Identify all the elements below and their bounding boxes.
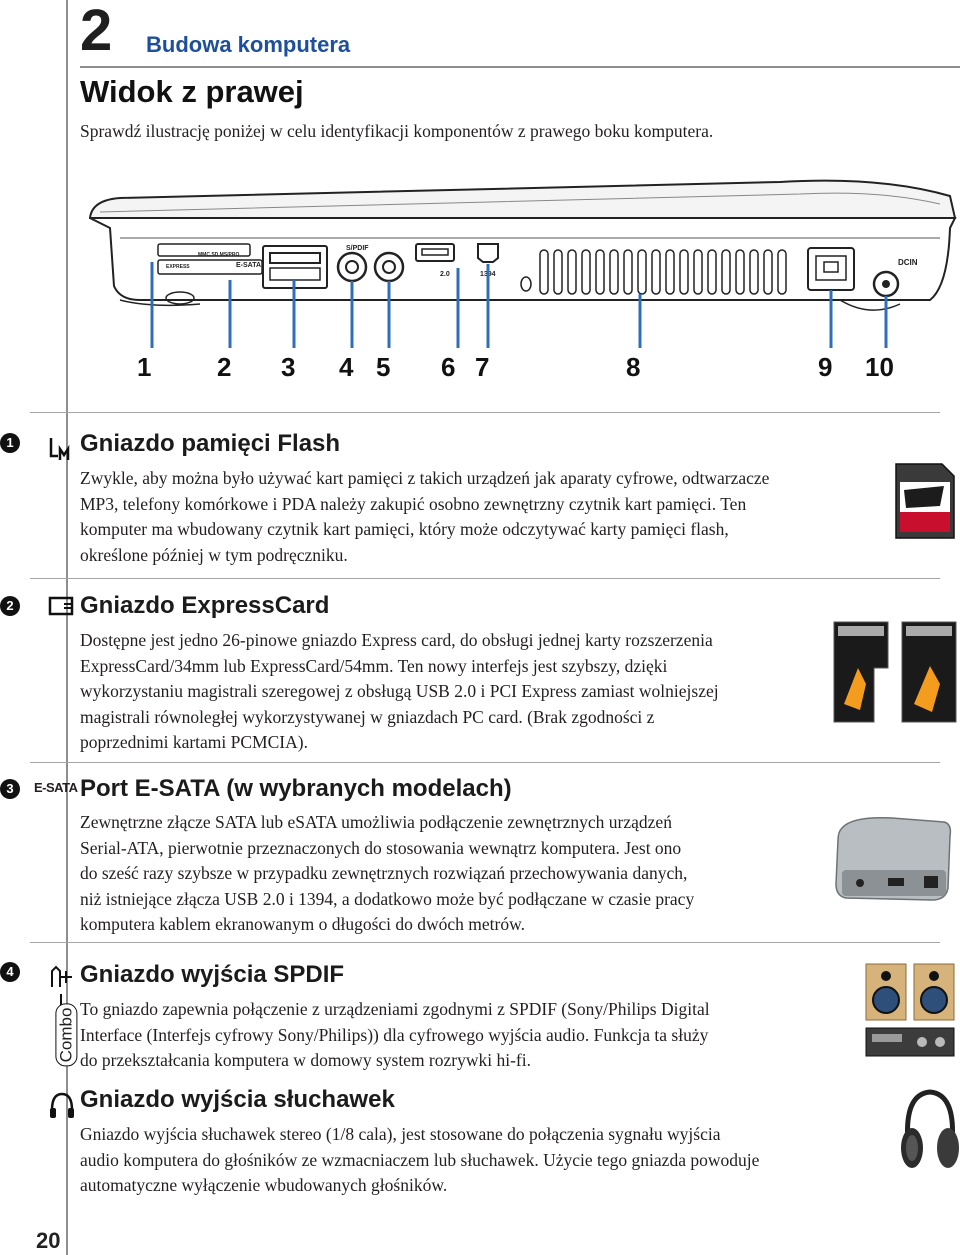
section-2-body: Dostępne jest jedno 26-pinowe gniazdo Ex… bbox=[80, 628, 824, 756]
page-title: Widok z prawej bbox=[80, 74, 304, 109]
expresscard-image bbox=[833, 621, 957, 723]
margin-line bbox=[66, 0, 68, 1255]
section-3-line: Serial-ATA, pierwotnie przeznaczonych do… bbox=[80, 837, 682, 858]
section-3-line: do sześć razy szybsze w przypadku zewnęt… bbox=[80, 863, 688, 883]
section-3-title: Port E-SATA (w wybranych modelach) bbox=[80, 775, 512, 802]
section-5-line: Gniazdo wyjścia słuchawek stereo (1/8 ca… bbox=[80, 1124, 721, 1144]
header-rule bbox=[80, 66, 960, 68]
callout-4: 4 bbox=[339, 352, 354, 382]
section-3-line: komputera kablem ekranowanym o długości … bbox=[80, 914, 526, 934]
section-3-body: Zewnętrzne złącze SATA lub eSATA umożliw… bbox=[80, 810, 824, 938]
callout-9: 9 bbox=[818, 352, 832, 382]
section-4-number: 4 bbox=[0, 962, 20, 982]
section-1-body: Zwykle, aby można było używać kart pamię… bbox=[80, 466, 886, 568]
section-1-line: określone później w tym podręczniku. bbox=[80, 544, 348, 565]
section-5-title: Gniazdo wyjścia słuchawek bbox=[80, 1086, 395, 1113]
section-2-line: poprzednimi kartami PCMCIA). bbox=[80, 732, 308, 752]
headphone-icon bbox=[50, 1092, 74, 1118]
section-1-title: Gniazdo pamięci Flash bbox=[80, 430, 341, 457]
express-label: EXPRESS bbox=[166, 264, 190, 270]
section-3-line: niż istniejące złącza USB 2.0 i 1394, a … bbox=[80, 888, 695, 909]
intro-text: Sprawdź ilustrację poniżej w celu identy… bbox=[80, 121, 714, 141]
section-4-title: Gniazdo wyjścia SPDIF bbox=[80, 961, 345, 988]
callout-1: 1 bbox=[137, 352, 151, 382]
section-3-line: Zewnętrzne złącze SATA lub eSATA umożliw… bbox=[80, 812, 672, 832]
external-drive-image bbox=[835, 816, 952, 901]
section-5-body: Gniazdo wyjścia słuchawek stereo (1/8 ca… bbox=[80, 1122, 898, 1199]
flash-memory-icon bbox=[49, 438, 70, 460]
section-2-line: Dostępne jest jedno 26-pinowe gniazdo Ex… bbox=[80, 630, 713, 650]
page-number: 20 bbox=[36, 1228, 61, 1253]
separator bbox=[30, 942, 940, 943]
section-3-number: 3 bbox=[0, 779, 20, 799]
callout-5: 5 bbox=[376, 352, 390, 382]
section-2-line: ExpressCard/34mm lub ExpressCard/54mm. T… bbox=[80, 655, 668, 676]
callout-8: 8 bbox=[626, 352, 640, 382]
spdif-label: S/PDIF bbox=[346, 245, 369, 252]
section-4-line: To gniazdo zapewnia połączenie z urządze… bbox=[80, 999, 710, 1019]
usb-label: 2.0 bbox=[440, 271, 450, 278]
section-4-line: Interface (Interfejs cyfrowy Sony/Philip… bbox=[80, 1024, 709, 1045]
callout-2: 2 bbox=[217, 352, 231, 382]
section-1-line: komputer ma wbudowany czytnik kart pamię… bbox=[80, 519, 729, 539]
esata-label: E-SATA bbox=[236, 262, 261, 269]
section-4-body: To gniazdo zapewnia połączenie z urządze… bbox=[80, 997, 838, 1074]
section-4-line: do przekształcania komputera w domowy sy… bbox=[80, 1050, 531, 1070]
laptop-right-side-diagram: MMC.SD.MS/PRO EXPRESS E-SATA S/PDIF 2.0 … bbox=[88, 179, 957, 382]
section-2-line: wykorzystaniu magistrali szeregowej z ob… bbox=[80, 681, 719, 701]
sd-card-image bbox=[895, 463, 955, 539]
chapter-number: 2 bbox=[80, 0, 112, 63]
section-5-line: audio komputera do głośników ze wzmacnia… bbox=[80, 1149, 760, 1170]
combo-label: Combo bbox=[49, 1003, 78, 1067]
callout-7: 7 bbox=[475, 352, 489, 382]
section-2-number: 2 bbox=[0, 596, 20, 616]
hifi-speakers-image bbox=[865, 963, 955, 1057]
section-2-line: magistrali równoległej wykorzystywanej w… bbox=[80, 706, 655, 727]
chapter-title: Budowa komputera bbox=[146, 32, 351, 57]
section-1-line: Zwykle, aby można było używać kart pamię… bbox=[80, 468, 770, 488]
headphones-image bbox=[901, 1089, 959, 1168]
expresscard-icon bbox=[48, 596, 74, 616]
callout-3: 3 bbox=[281, 352, 295, 382]
callout-6: 6 bbox=[441, 352, 455, 382]
separator bbox=[30, 762, 940, 763]
separator bbox=[30, 578, 940, 579]
section-5-line: automatyczne wyłączenie wbudowanych głoś… bbox=[80, 1175, 448, 1195]
combo-text: Combo bbox=[55, 1003, 78, 1067]
mmc-label: MMC.SD.MS/PRO bbox=[198, 252, 240, 258]
esata-icon: E-SATA bbox=[34, 780, 78, 795]
callout-10: 10 bbox=[865, 352, 894, 382]
dcin-label: DCIN bbox=[898, 258, 918, 267]
section-2-title: Gniazdo ExpressCard bbox=[80, 592, 330, 619]
separator bbox=[30, 412, 940, 413]
section-1-number: 1 bbox=[0, 433, 20, 453]
spdif-icon bbox=[51, 965, 72, 987]
section-1-line: MP3, telefony komórkowe i PDA należy zak… bbox=[80, 493, 747, 514]
